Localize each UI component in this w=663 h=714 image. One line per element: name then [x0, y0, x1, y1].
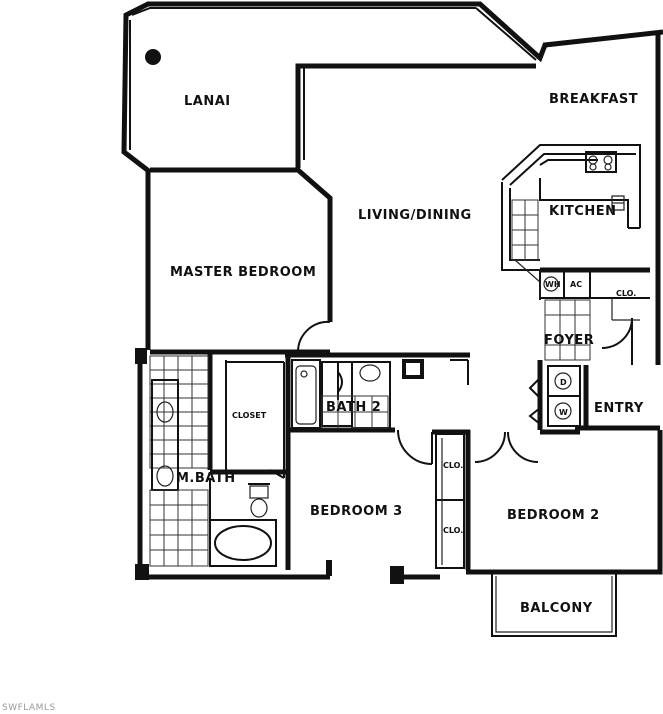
room-labels: LANAI BREAKFAST LIVING/DINING KITCHEN MA… [170, 92, 644, 616]
label-ac: AC [570, 280, 582, 289]
lanai-area [121, 1, 663, 174]
label-wh: WH [545, 280, 561, 289]
label-clo-b: CLO. [443, 526, 463, 535]
label-closet: CLOSET [232, 411, 267, 420]
balcony-area [491, 574, 617, 637]
label-washer: W [559, 408, 568, 417]
master-bath-area [149, 355, 277, 567]
interior-walls [150, 349, 580, 570]
label-living-dining: LIVING/DINING [358, 208, 472, 223]
kitchen-area [501, 144, 650, 321]
label-kitchen: KITCHEN [549, 204, 616, 219]
label-clo-a: CLO. [443, 461, 463, 470]
bath2-area [291, 359, 469, 429]
bedroom-closets [435, 433, 465, 569]
label-mbath: M.BATH [176, 471, 236, 486]
label-foyer: FOYER [544, 333, 594, 348]
label-bedroom3: BEDROOM 3 [310, 504, 403, 519]
foyer-area [544, 299, 591, 427]
label-master-bedroom: MASTER BEDROOM [170, 265, 316, 280]
fixture-labels: CLOSET CLO. CLO. CLO. WH AC D W [232, 280, 636, 535]
watermark: SWFLAMLS [2, 703, 56, 713]
label-clo-c: CLO. [616, 289, 636, 298]
label-balcony: BALCONY [520, 601, 593, 616]
label-entry: ENTRY [594, 401, 644, 416]
ceiling-fan-dot [145, 49, 161, 65]
label-dryer: D [560, 378, 567, 387]
exterior-walls [135, 34, 663, 584]
label-bath2: BATH 2 [326, 400, 381, 415]
label-bedroom2: BEDROOM 2 [507, 508, 600, 523]
label-lanai: LANAI [184, 94, 231, 109]
door-swings [296, 317, 633, 465]
label-breakfast: BREAKFAST [549, 92, 638, 107]
